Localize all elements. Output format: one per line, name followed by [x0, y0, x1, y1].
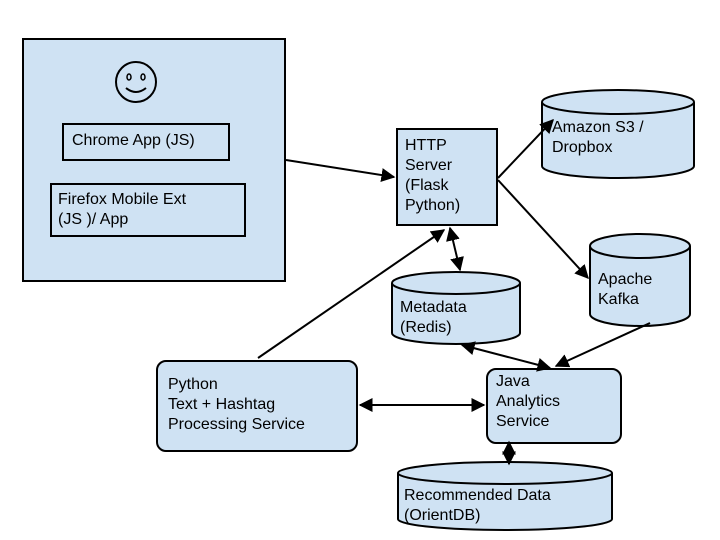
java-service-label: Java Analytics Service	[496, 373, 561, 430]
http-to-kafka-arrow	[497, 179, 589, 280]
kafka-cylinder	[589, 233, 691, 327]
firefox-app-label: Firefox Mobile Ext (JS )/ App	[58, 191, 187, 228]
python-to-http-arrow	[257, 229, 446, 359]
java-service-box	[486, 368, 622, 444]
smiley-icon	[115, 61, 157, 103]
firefox-app-box	[50, 183, 246, 237]
recommended-cylinder	[397, 461, 613, 531]
s3-label: Amazon S3 / Dropbox	[552, 119, 644, 156]
python-service-box	[156, 360, 358, 452]
metadata-label: Metadata (Redis)	[400, 299, 467, 336]
http-to-s3-arrow	[497, 118, 554, 179]
client-to-http-arrow	[285, 159, 396, 182]
recommended-label: Recommended Data (OrientDB)	[404, 487, 551, 524]
chrome-app-label: Chrome App (JS)	[72, 132, 195, 149]
kafka-to-java-arrow	[554, 322, 651, 368]
metadata-cylinder	[391, 271, 521, 345]
chrome-app-box	[62, 123, 230, 161]
http-server-label: HTTP Server (Flask Python)	[405, 137, 461, 214]
metadata-java-arrow	[460, 341, 552, 372]
http-server-box	[396, 128, 498, 226]
kafka-label: Apache Kafka	[598, 271, 653, 308]
s3-cylinder	[541, 89, 695, 179]
http-metadata-arrow	[446, 226, 464, 272]
python-service-label: Python Text + Hashtag Processing Service	[168, 376, 305, 433]
